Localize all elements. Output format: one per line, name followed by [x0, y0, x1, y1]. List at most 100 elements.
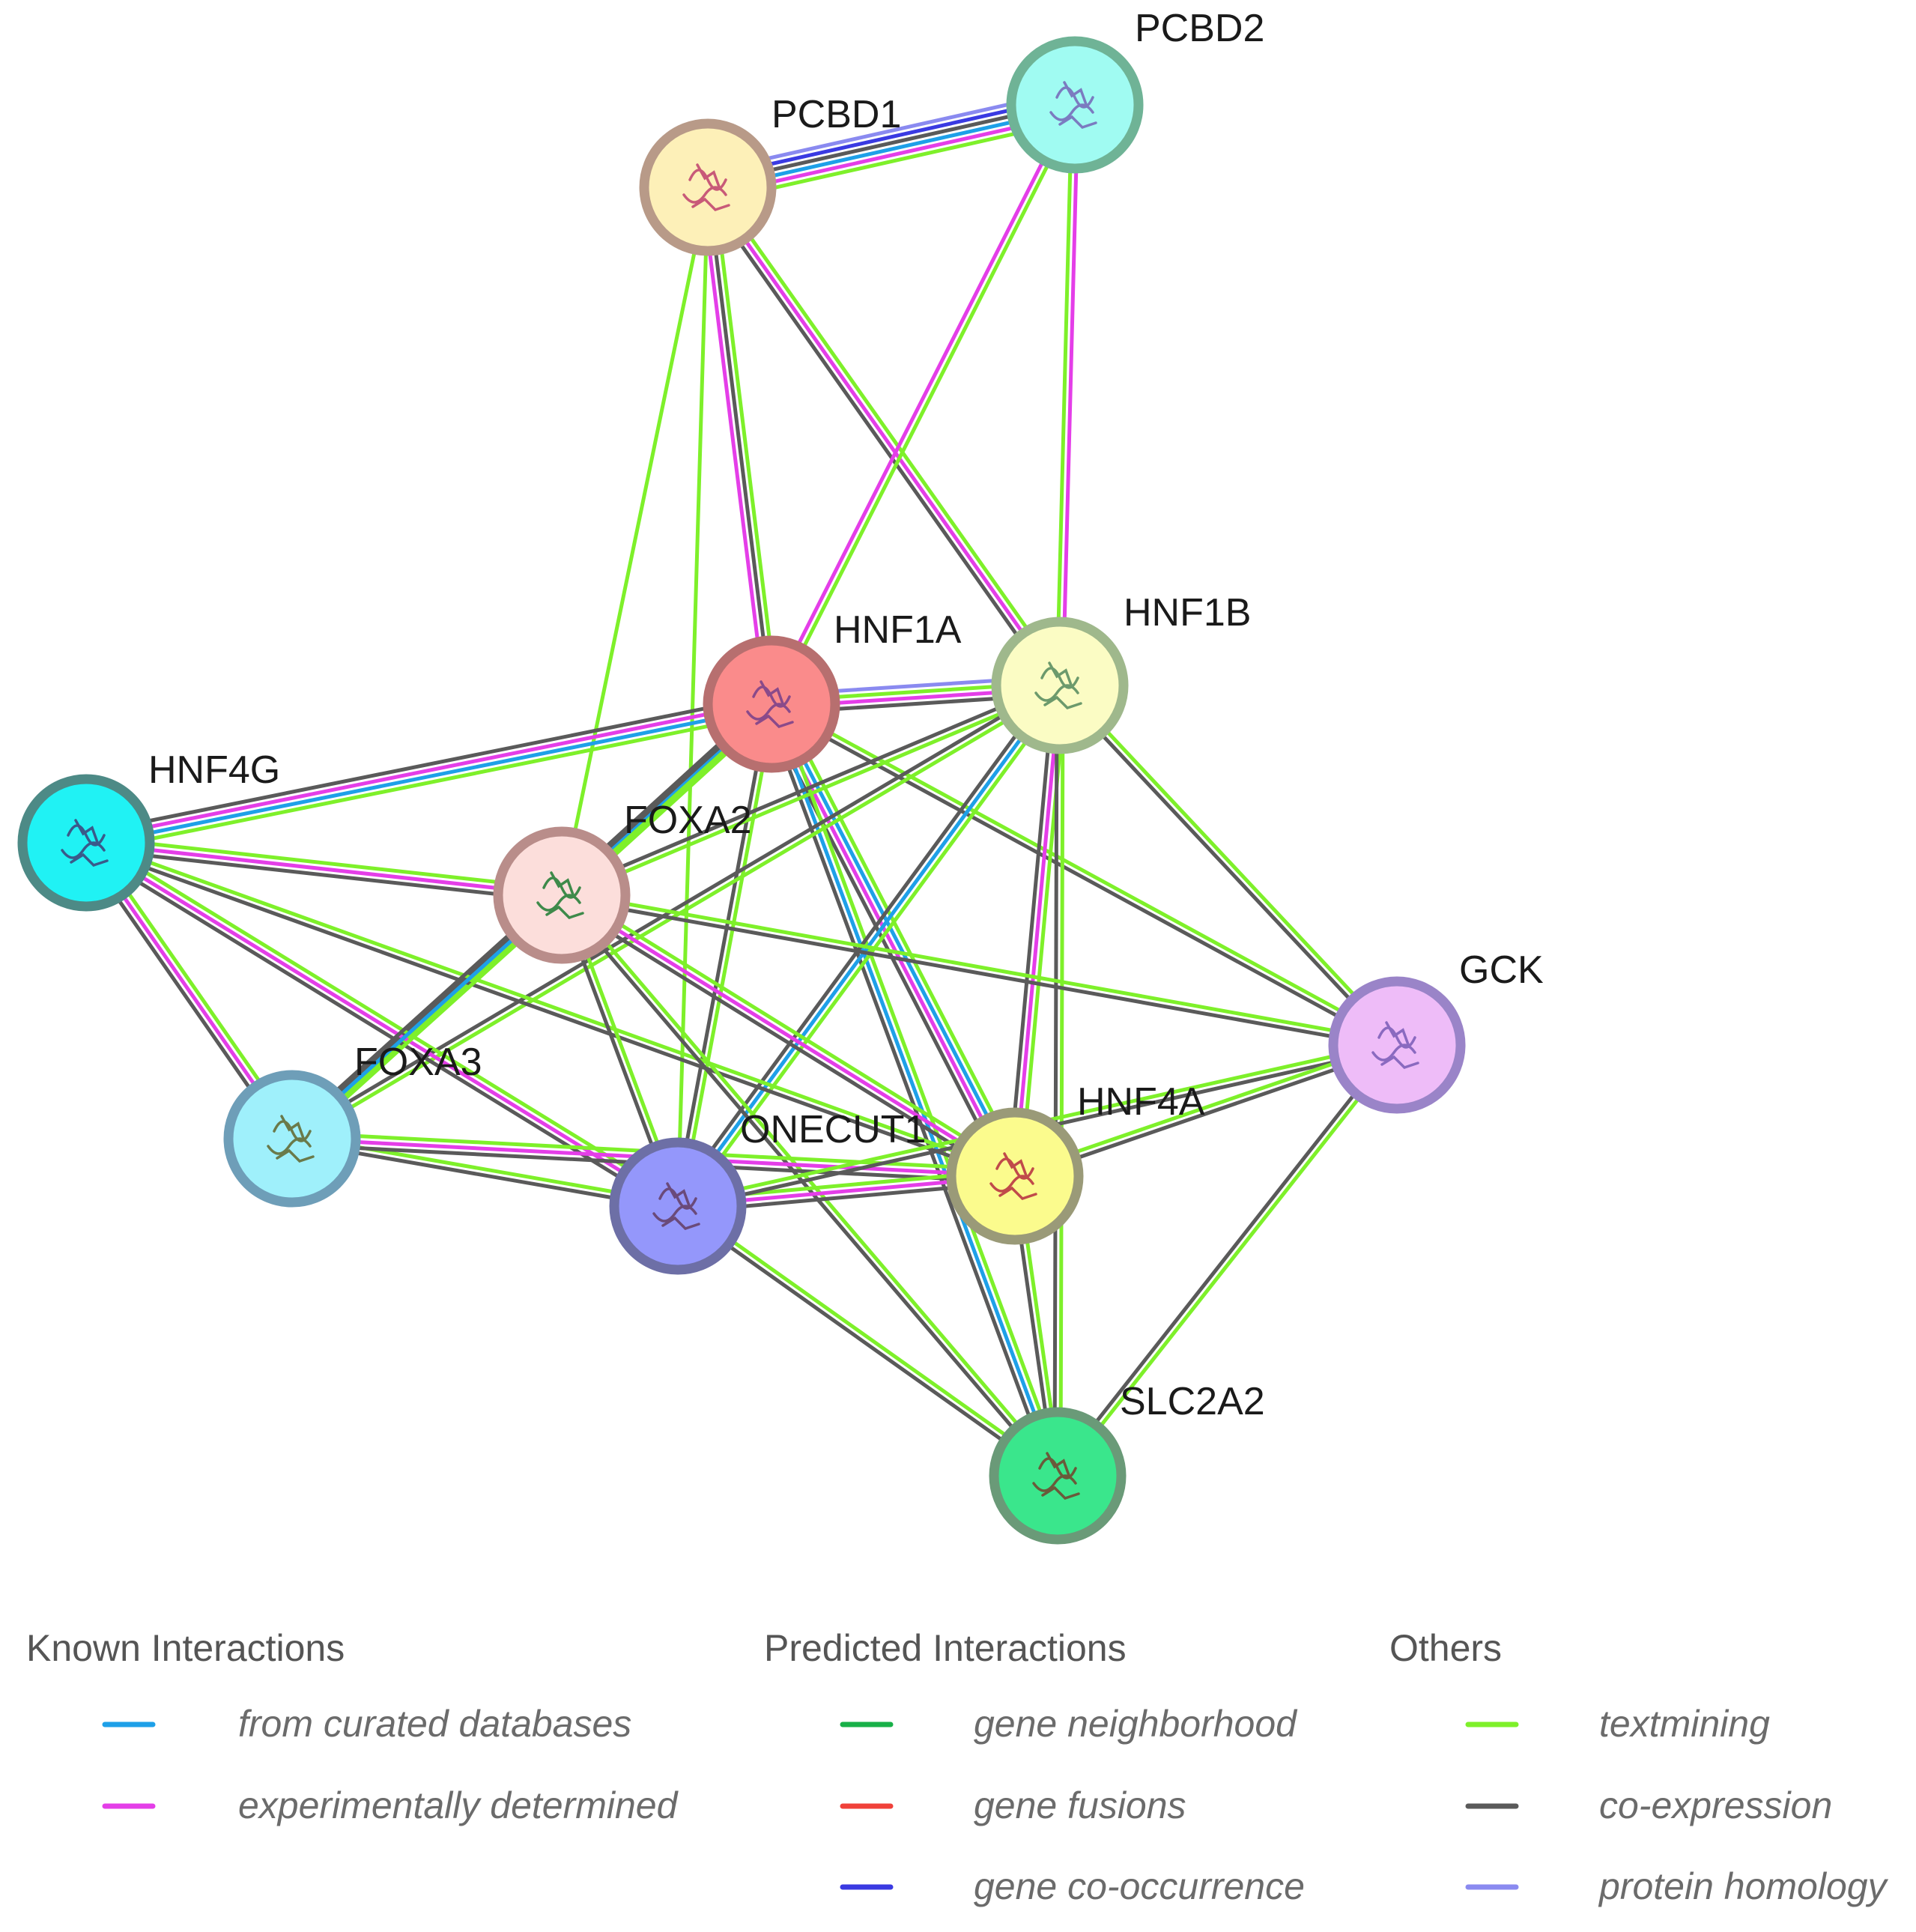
node-foxa3[interactable]: [223, 1070, 361, 1208]
edge-strand-coexpression: [288, 681, 1061, 1139]
edge-strand-textmining: [561, 686, 1064, 900]
edge-hnf4g-hnf4a: [83, 838, 1018, 1181]
node-circle[interactable]: [223, 1070, 361, 1208]
edge-strand-coexpression: [1007, 682, 1056, 1178]
node-circle[interactable]: [1328, 976, 1466, 1114]
node-hnf4g[interactable]: [17, 774, 155, 912]
edge-strand-textmining: [676, 185, 710, 1208]
protein-structure-icon: [1032, 1452, 1080, 1501]
edge-strand-coexpression: [81, 846, 677, 1214]
edge-strand-textmining: [679, 703, 777, 1209]
edge-strand-coexpression: [83, 847, 563, 903]
node-layer: [17, 36, 1466, 1545]
edge-strand-textmining: [1058, 683, 1065, 1478]
edge-hnf1a-onecut1: [673, 701, 777, 1209]
edge-strand-experimental: [700, 186, 768, 707]
edge-strand-textmining: [563, 888, 1020, 1173]
node-hnf1b[interactable]: [991, 617, 1129, 754]
legend-item-experimental: experimentally determined: [238, 1784, 679, 1826]
edge-strand-coexpression: [674, 1206, 1058, 1480]
edge-pcbd1-hnf1b: [700, 181, 1067, 691]
protein-structure-icon: [682, 163, 730, 212]
node-label-foxa3: FOXA3: [354, 1041, 482, 1084]
legend-item-textmining: textmining: [1599, 1703, 1770, 1745]
protein-structure-icon: [1371, 1021, 1419, 1070]
edge-strand-textmining: [1060, 681, 1401, 1045]
node-label-gck: GCK: [1459, 948, 1544, 992]
node-label-pcbd2: PCBD2: [1135, 7, 1264, 50]
edge-strand-coexpression: [700, 189, 1057, 691]
node-foxa2[interactable]: [493, 826, 631, 964]
edge-strand-textmining: [562, 891, 1062, 1476]
edge-strand-textmining: [85, 711, 775, 854]
edge-strand-database: [85, 705, 774, 848]
edge-strand-textmining: [85, 835, 565, 891]
edge-strand-textmining: [560, 890, 1400, 1044]
node-circle[interactable]: [946, 1107, 1084, 1245]
edge-onecut1-slc2a2: [674, 1202, 1061, 1480]
node-hnf1a[interactable]: [703, 635, 840, 773]
edge-strand-textmining: [711, 181, 1067, 684]
node-circle[interactable]: [17, 774, 155, 912]
edge-strand-experimental: [560, 893, 1017, 1178]
edge-strand-coexpression: [559, 896, 1398, 1050]
edge-foxa2-gck: [559, 890, 1400, 1050]
protein-structure-icon: [267, 1115, 315, 1163]
edge-strand-coexpression: [1055, 685, 1397, 1050]
protein-structure-icon: [652, 1182, 700, 1231]
legend-item-coexpression: co-expression: [1599, 1784, 1832, 1826]
edge-strand-experimental: [706, 185, 1062, 688]
node-gck[interactable]: [1328, 976, 1466, 1114]
node-label-pcbd1: PCBD1: [771, 93, 901, 136]
edge-hnf4g-foxa2: [83, 835, 565, 903]
legend-item-database: from curated databases: [238, 1703, 631, 1745]
edge-hnf1b-gck: [1055, 681, 1401, 1050]
edge-strand-coexpression: [82, 693, 772, 836]
edge-hnf1b-slc2a2: [1052, 683, 1065, 1478]
node-circle[interactable]: [1006, 36, 1144, 174]
edge-strand-experimental: [84, 841, 680, 1208]
edge-gck-slc2a2: [1053, 1041, 1401, 1480]
edge-strand-coexpression: [763, 704, 1054, 1480]
edge-hnf1b-foxa2: [558, 680, 1064, 900]
node-circle[interactable]: [639, 118, 777, 256]
protein-structure-icon: [746, 680, 794, 729]
node-circle[interactable]: [493, 826, 631, 964]
node-circle[interactable]: [989, 1407, 1127, 1545]
node-pcbd2[interactable]: [1006, 36, 1144, 174]
edge-strand-experimental: [1013, 683, 1062, 1178]
legend-group-title: Predicted Interactions: [764, 1627, 1127, 1669]
edge-strand-coexpression: [83, 844, 1016, 1181]
edge-strand-textmining: [85, 838, 1018, 1175]
edge-strand-experimental: [84, 841, 564, 897]
node-slc2a2[interactable]: [989, 1407, 1127, 1545]
edge-strand-textmining: [777, 697, 1025, 1174]
edge-hnf4g-onecut1: [81, 835, 683, 1214]
edge-strand-textmining: [677, 1202, 1061, 1476]
protein-structure-icon: [536, 871, 584, 920]
node-circle[interactable]: [609, 1137, 747, 1275]
node-onecut1[interactable]: [609, 1137, 747, 1275]
edge-strand-experimental: [83, 699, 773, 842]
node-label-hnf4a: HNF4A: [1077, 1080, 1205, 1124]
node-circle[interactable]: [991, 617, 1129, 754]
protein-structure-icon: [61, 819, 109, 867]
legend-group-title: Others: [1389, 1627, 1502, 1669]
edge-strand-coexpression: [768, 705, 1398, 1050]
edge-strand-coexpression: [1053, 1041, 1397, 1477]
protein-structure-icon: [1049, 81, 1097, 130]
edge-strand-textmining: [1019, 684, 1068, 1179]
node-pcbd1[interactable]: [639, 118, 777, 256]
edge-pcbd1-hnf1a: [700, 184, 780, 707]
node-circle[interactable]: [703, 635, 840, 773]
edge-pcbd2-hnf1a: [766, 101, 1080, 708]
edge-strand-textmining: [87, 835, 683, 1203]
node-hnf4a[interactable]: [946, 1107, 1084, 1245]
node-label-foxa2: FOXA2: [624, 799, 752, 842]
edge-strand-experimental: [766, 101, 1074, 705]
legend-item-neighborhood: gene neighborhood: [974, 1703, 1298, 1745]
node-label-onecut1: ONECUT1: [740, 1108, 926, 1151]
edge-strand-textmining: [775, 700, 1066, 1476]
